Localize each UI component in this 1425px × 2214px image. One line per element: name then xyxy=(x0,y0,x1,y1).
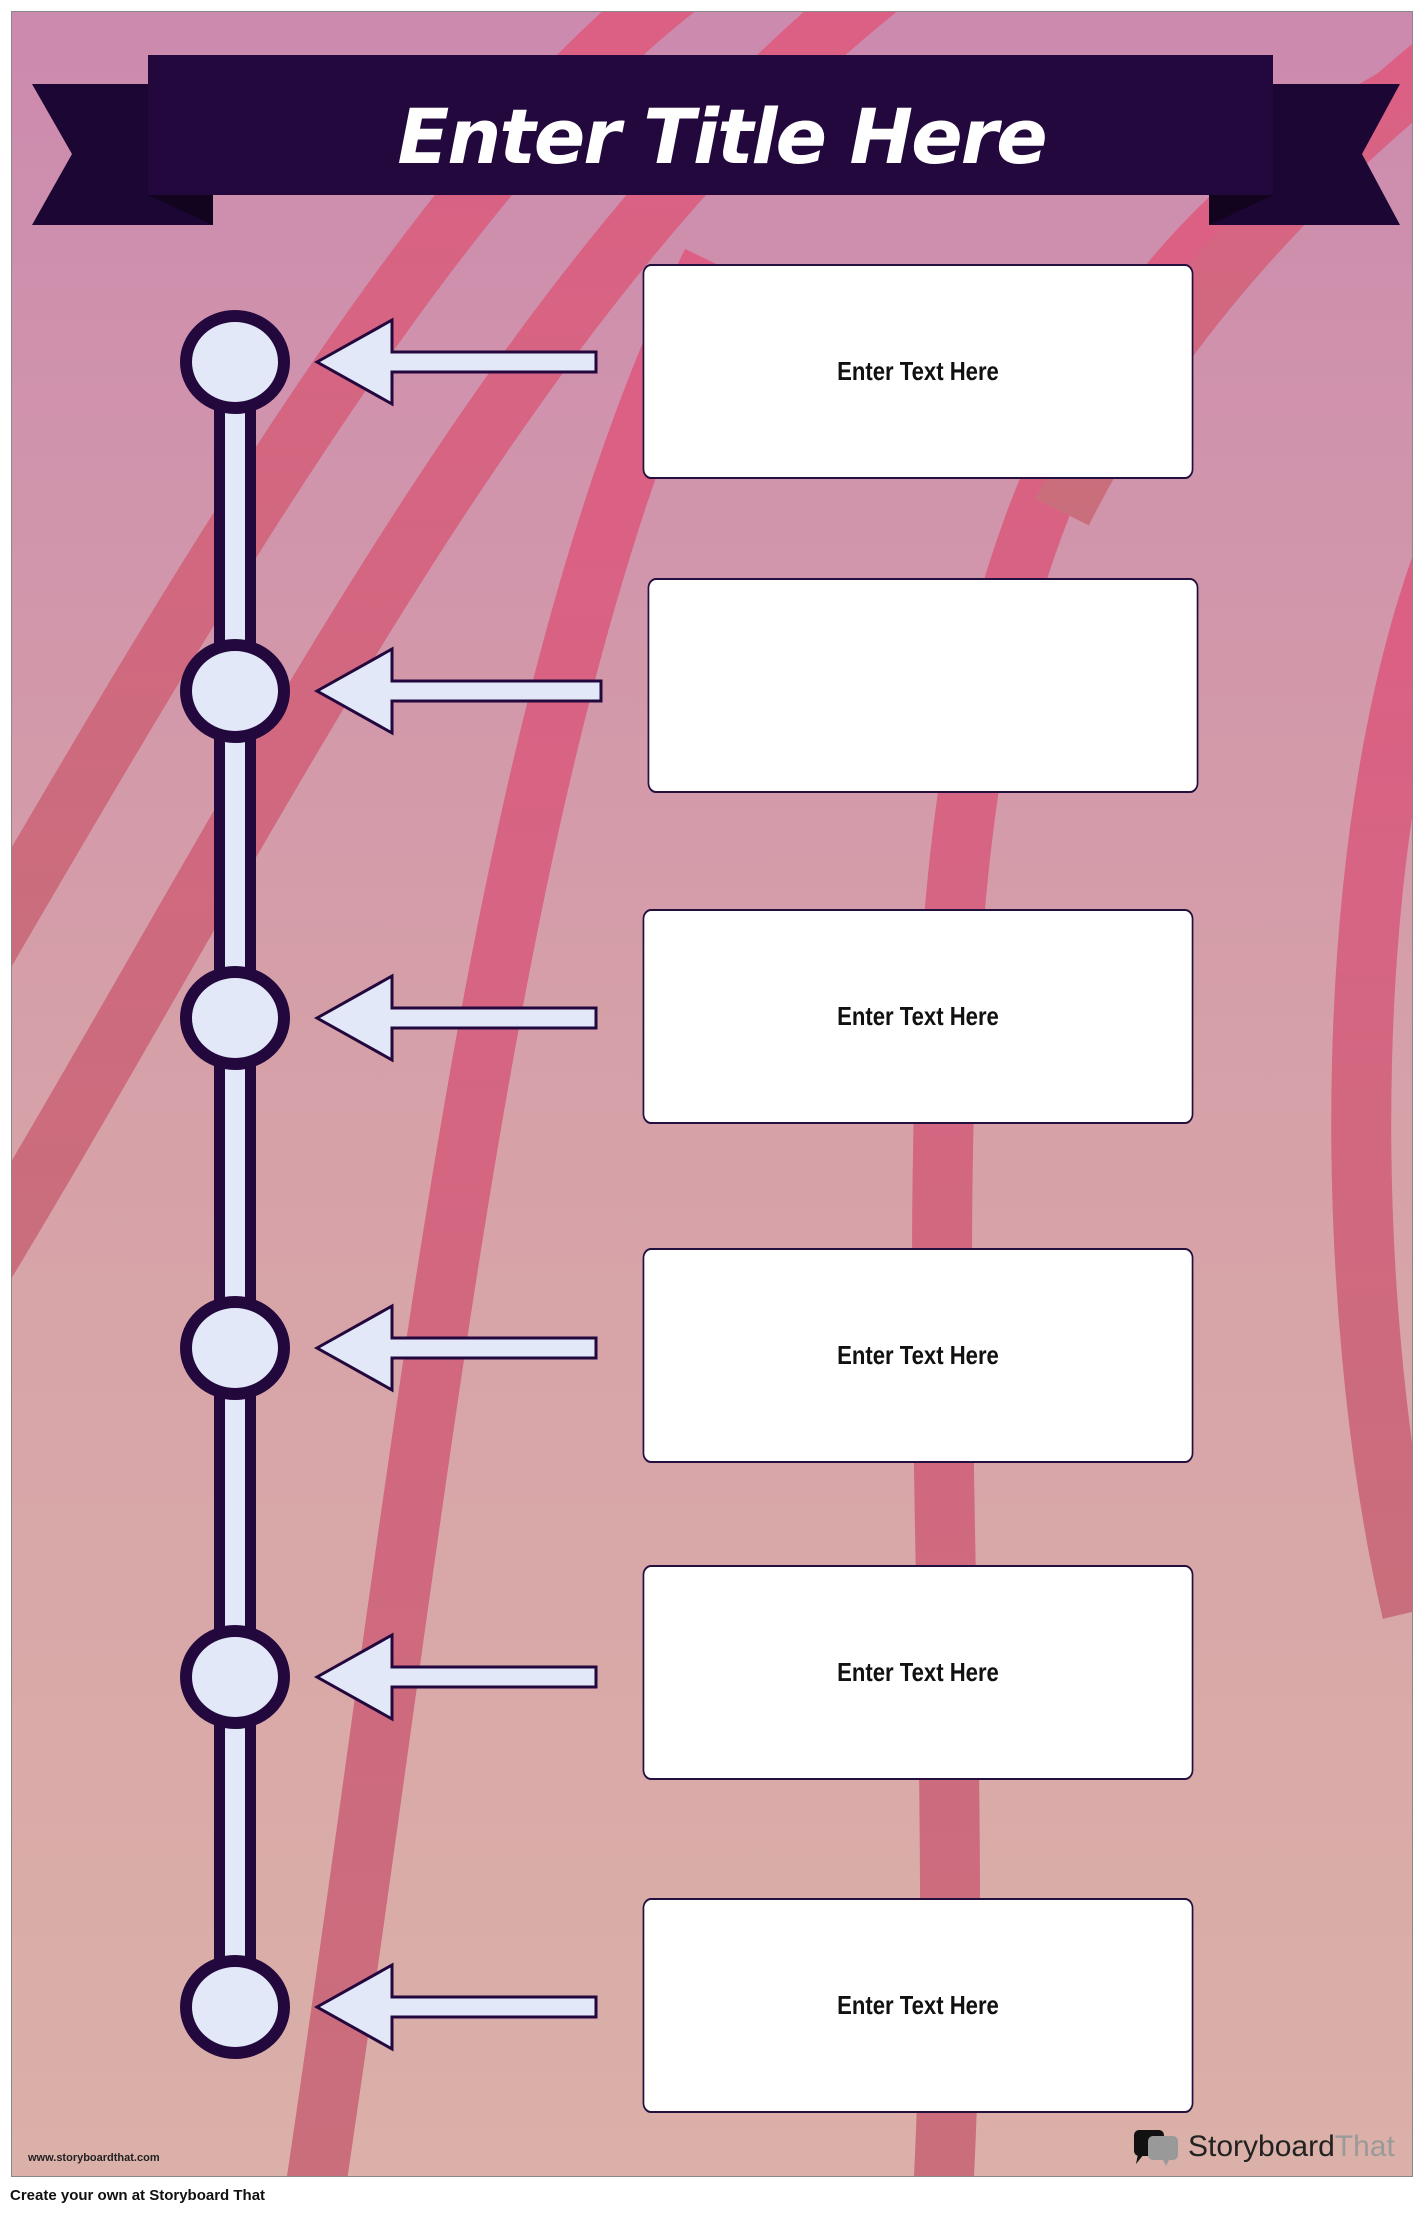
timeline-node xyxy=(180,310,290,414)
event-text: Enter Text Here xyxy=(837,1340,999,1370)
event-box-2[interactable] xyxy=(647,578,1199,793)
event-box-4[interactable]: Enter Text Here xyxy=(642,1248,1194,1463)
arrow-left-icon xyxy=(313,1632,598,1722)
arrow-left-icon xyxy=(313,317,598,407)
watermark-url: www.storyboardthat.com xyxy=(28,2152,160,2164)
timeline-node xyxy=(180,1955,290,2059)
title-banner xyxy=(32,55,1400,225)
timeline xyxy=(180,310,603,2059)
event-text: Enter Text Here xyxy=(837,1990,999,2020)
event-text: Enter Text Here xyxy=(837,1001,999,1031)
event-box-3[interactable]: Enter Text Here xyxy=(642,909,1194,1124)
logo-text-2: That xyxy=(1334,2130,1395,2163)
timeline-node xyxy=(180,966,290,1070)
arrow-left-icon xyxy=(313,973,598,1063)
speech-bubbles-icon xyxy=(1134,2130,1178,2166)
event-text: Enter Text Here xyxy=(837,1657,999,1687)
logo-text: Storyboard xyxy=(1188,2130,1335,2163)
page-title[interactable]: Enter Title Here xyxy=(397,91,1047,181)
event-box-1[interactable]: Enter Text Here xyxy=(642,264,1194,479)
arrow-left-icon xyxy=(313,1962,598,2052)
arrow-left-icon xyxy=(313,646,603,736)
timeline-node xyxy=(180,1625,290,1729)
storyboardthat-logo: StoryboardThat xyxy=(1132,2128,1395,2166)
event-box-5[interactable]: Enter Text Here xyxy=(642,1565,1194,1780)
poster: Enter Title Here Enter Text Here Enter T… xyxy=(11,11,1413,2177)
event-text: Enter Text Here xyxy=(837,356,999,386)
timeline-node xyxy=(180,1296,290,1400)
arrow-left-icon xyxy=(313,1303,598,1393)
timeline-node xyxy=(180,639,290,743)
footer-link[interactable]: Create your own at Storyboard That xyxy=(10,2187,266,2204)
event-box-6[interactable]: Enter Text Here xyxy=(642,1898,1194,2113)
